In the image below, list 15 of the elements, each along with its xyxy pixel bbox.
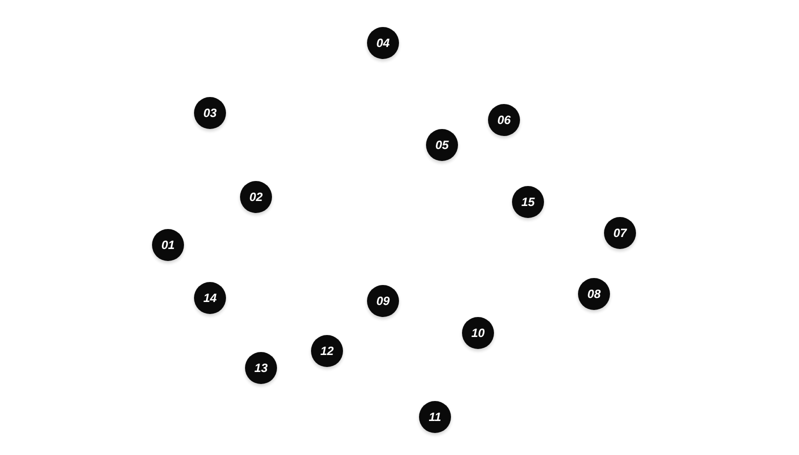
callout-number: 12	[311, 335, 343, 367]
callout-number: 14	[194, 282, 226, 314]
callout-number: 07	[604, 217, 636, 249]
callout-number: 15	[512, 186, 544, 218]
callout-number: 02	[240, 181, 272, 213]
callout-number: 05	[426, 129, 458, 161]
callout-number: 13	[245, 352, 277, 384]
callout-number: 10	[462, 317, 494, 349]
callout-number: 06	[488, 104, 520, 136]
callout-number: 11	[419, 401, 451, 433]
callout-number: 01	[152, 229, 184, 261]
callout-number: 04	[367, 27, 399, 59]
callout-number: 09	[367, 285, 399, 317]
callout-number: 03	[194, 97, 226, 129]
callout-number: 08	[578, 278, 610, 310]
